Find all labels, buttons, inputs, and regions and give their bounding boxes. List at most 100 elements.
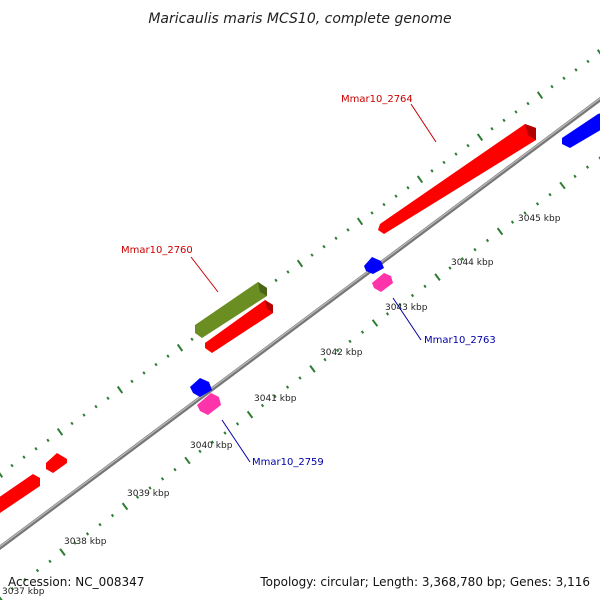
- outer-ring-tick: [442, 160, 446, 165]
- tick-label-3040: 3040 kbp: [190, 441, 233, 451]
- inner-ring-tick: [246, 410, 254, 419]
- tick-label-3041: 3041 kbp: [254, 394, 297, 404]
- inner-ring-tick: [496, 227, 504, 236]
- tick-label-corner: 3037 kbp: [2, 587, 45, 597]
- gene-red-under-2760[interactable]: [205, 300, 273, 353]
- tick-label-3044: 3044 kbp: [451, 258, 494, 268]
- inner-ring-tick: [35, 568, 40, 573]
- inner-ring-tick: [173, 467, 177, 472]
- inner-ring-tick: [473, 247, 477, 252]
- inner-ring-tick: [398, 302, 402, 307]
- inner-ring-tick: [184, 456, 191, 465]
- outer-ring-tick: [70, 421, 74, 426]
- inner-ring-tick: [585, 165, 590, 169]
- inner-ring-tick: [485, 238, 490, 243]
- inner-ring-tick: [535, 202, 540, 206]
- gene-red-left-bar[interactable]: [0, 474, 40, 513]
- outer-ring-tick: [370, 211, 374, 215]
- inner-ring-tick: [559, 181, 566, 190]
- outer-ring-tick: [382, 202, 386, 207]
- leader-mmar10-2764: [410, 103, 437, 143]
- inner-ring-tick: [223, 431, 227, 435]
- backbone-line: [0, 96, 600, 551]
- inner-ring-tick: [48, 559, 52, 564]
- outer-ring-tick: [476, 133, 484, 142]
- outer-ring-tick: [514, 110, 518, 114]
- label-mmar10-2759[interactable]: Mmar10_2759: [252, 457, 324, 468]
- genome-summary-text: Topology: circular; Length: 3,368,780 bp…: [259, 575, 590, 589]
- outer-ring-tick: [10, 463, 14, 468]
- outer-ring-tick: [574, 68, 578, 72]
- gene-mmar10-2764-edge: [525, 124, 536, 140]
- inner-ring-tick: [110, 513, 115, 518]
- gene-red-left-arrow[interactable]: [46, 453, 67, 473]
- gene-blue-3041[interactable]: [190, 378, 212, 397]
- gene-mmar10-2764[interactable]: [378, 124, 536, 234]
- inner-ring-tick: [235, 422, 240, 426]
- inner-ring-tick: [371, 319, 379, 327]
- outer-tick-ring: [0, 49, 600, 478]
- outer-ring-tick: [346, 228, 350, 232]
- outer-ring-tick: [176, 343, 184, 352]
- inner-ring-tick: [598, 156, 600, 160]
- label-mmar10-2760[interactable]: Mmar10_2760: [121, 245, 193, 256]
- label-mmar10-2764[interactable]: Mmar10_2764: [341, 94, 413, 105]
- gene-blue-top-right[interactable]: [562, 112, 600, 148]
- inner-ring-tick: [210, 440, 215, 444]
- outer-ring-tick: [286, 270, 290, 274]
- inner-ring-tick: [410, 293, 415, 298]
- outer-ring-tick: [490, 127, 494, 131]
- tick-label-3038: 3038 kbp: [64, 537, 107, 547]
- inner-ring-tick: [309, 365, 316, 373]
- reverse-strand-features: [190, 112, 600, 415]
- outer-ring-tick: [406, 186, 410, 190]
- inner-ring-tick: [434, 273, 441, 281]
- inner-ring-tick: [573, 174, 577, 179]
- outer-ring-tick: [46, 438, 50, 443]
- label-mmar10-2763[interactable]: Mmar10_2763: [424, 335, 496, 346]
- outer-ring-tick: [274, 278, 278, 283]
- outer-ring-tick: [454, 152, 458, 156]
- inner-ring-tick: [10, 587, 15, 591]
- gene-mmar10-2760[interactable]: [195, 282, 267, 338]
- inner-ring-tick: [198, 449, 202, 454]
- leader-mmar10-2760: [190, 256, 219, 293]
- inner-ring-tick: [523, 211, 527, 215]
- inner-ring-tick: [160, 477, 165, 481]
- outer-ring-tick: [296, 259, 304, 268]
- inner-ring-tick: [323, 357, 327, 362]
- inner-ring-tick: [348, 339, 352, 344]
- inner-ring-tick: [23, 577, 27, 582]
- outer-ring-tick: [536, 91, 544, 99]
- gene-pink-3041[interactable]: [197, 393, 221, 415]
- outer-ring-tick: [334, 236, 338, 240]
- tick-label-3042: 3042 kbp: [320, 348, 363, 358]
- outer-ring-tick: [586, 59, 590, 64]
- accession-text: Accession: NC_008347: [8, 575, 144, 589]
- gene-blue-3043[interactable]: [364, 257, 384, 274]
- tick-label-3039: 3039 kbp: [127, 489, 170, 499]
- inner-ring-tick: [298, 376, 302, 380]
- inner-ring-tick: [98, 522, 102, 527]
- outer-ring-tick: [394, 194, 398, 198]
- outer-ring-tick: [190, 337, 194, 341]
- inner-ring-tick: [260, 403, 265, 408]
- inner-ring-tick: [510, 220, 515, 224]
- gene-pink-3043[interactable]: [372, 273, 393, 292]
- inner-ring-tick: [385, 312, 390, 316]
- outer-ring-tick: [562, 76, 566, 80]
- inner-ring-tick: [548, 192, 552, 197]
- outer-ring-tick: [526, 101, 530, 106]
- outer-ring-tick: [154, 362, 158, 367]
- inner-ring-tick: [285, 385, 290, 389]
- inner-ring-tick: [85, 532, 90, 536]
- inner-ring-tick: [73, 541, 77, 545]
- outer-ring-tick: [22, 455, 26, 459]
- map-title: Maricaulis maris MCS10, complete genome: [148, 11, 451, 27]
- outer-ring-tick: [142, 371, 146, 375]
- inner-tick-ring: [0, 156, 600, 600]
- inner-ring-tick: [135, 495, 140, 499]
- outer-ring-tick: [550, 84, 554, 89]
